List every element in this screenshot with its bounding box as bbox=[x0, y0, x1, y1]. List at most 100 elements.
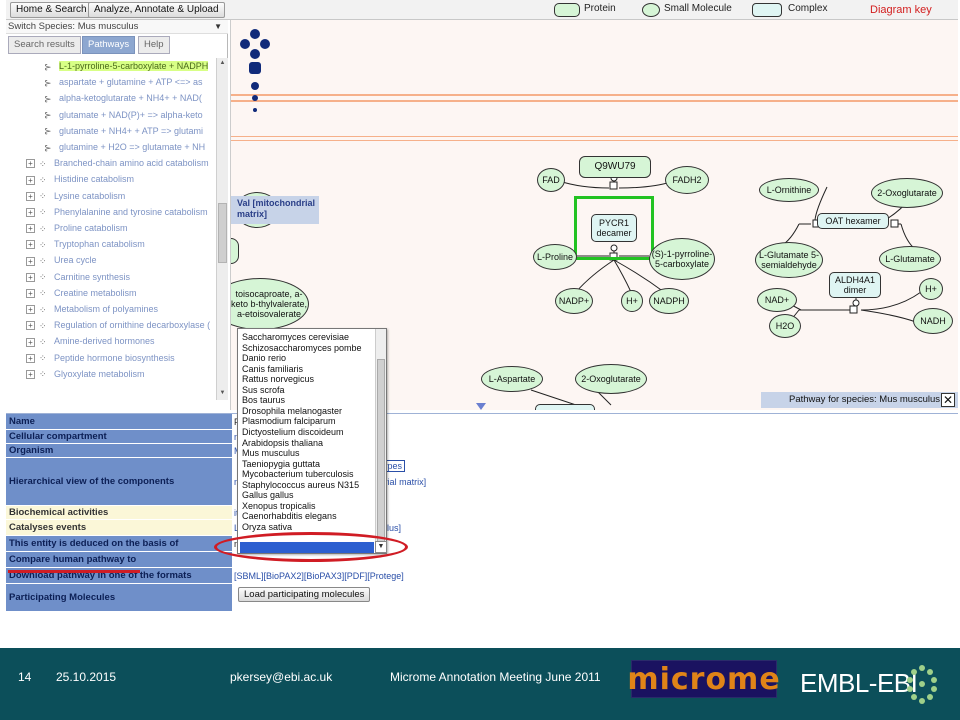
expand-plus-icon[interactable]: + bbox=[26, 159, 35, 169]
tree-item[interactable]: +⁘Carnitine synthesis bbox=[26, 269, 130, 285]
expand-plus-icon[interactable]: + bbox=[26, 288, 35, 298]
molecule-nadph[interactable]: NADPH bbox=[649, 288, 689, 314]
tree-item[interactable]: ⊱glutamine + H2O => glutamate + NH bbox=[44, 139, 205, 155]
molecule-nad-plus[interactable]: NAD+ bbox=[757, 288, 797, 312]
tree-item[interactable]: +⁘Glyoxylate metabolism bbox=[26, 366, 145, 382]
species-option[interactable]: Saccharomyces cerevisiae bbox=[242, 332, 350, 342]
expand-plus-icon[interactable]: + bbox=[26, 224, 35, 234]
tree-item[interactable]: ⊱alpha-ketoglutarate + NH4+ + NAD( bbox=[44, 90, 202, 106]
species-option[interactable]: Caenorhabditis elegans bbox=[242, 511, 337, 522]
switch-species-select[interactable]: Switch Species: Mus musculus ▼ bbox=[6, 20, 228, 34]
complex-oat-hexamer[interactable]: OAT hexamer bbox=[817, 213, 889, 229]
tree-item[interactable]: +⁘Regulation of ornithine decarboxylase … bbox=[26, 317, 210, 333]
details-row: Catalyses eventsL H+ => proline + NADP+ … bbox=[6, 520, 958, 536]
protein-q9wu79[interactable]: Q9WU79 bbox=[579, 156, 651, 178]
tree-item[interactable]: +⁘Branched-chain amino acid catabolism bbox=[26, 155, 209, 171]
molecule-s-1-pyrroline-5-carboxylate[interactable]: (S)-1-pyrroline-5-carboxylate bbox=[649, 238, 715, 280]
details-row-label: Biochemical activities bbox=[6, 506, 232, 519]
molecule-nadp-plus[interactable]: NADP+ bbox=[555, 288, 593, 314]
expand-plus-icon[interactable]: + bbox=[26, 369, 35, 379]
complex-partial[interactable] bbox=[535, 404, 595, 410]
tree-item[interactable]: +⁘Urea cycle bbox=[26, 252, 97, 268]
scroll-up-icon[interactable]: ▲ bbox=[219, 60, 226, 66]
pan-right-icon bbox=[260, 39, 270, 49]
tree-item[interactable]: ⊱glutamate + NH4+ + ATP => glutami bbox=[44, 123, 203, 139]
expand-plus-icon[interactable]: + bbox=[26, 272, 35, 282]
species-option[interactable]: Canis familiaris bbox=[242, 363, 304, 374]
dropdown-scrollbar[interactable] bbox=[375, 329, 386, 553]
molecule-h-plus-2[interactable]: H+ bbox=[919, 278, 943, 300]
expand-plus-icon[interactable]: + bbox=[26, 321, 35, 331]
molecule-isocaproate[interactable]: toisocaproate, a-keto b-thylvalerate, a-… bbox=[231, 278, 309, 330]
tree-item[interactable]: +⁘Lysine catabolism bbox=[26, 188, 125, 204]
molecule-fad[interactable]: FAD bbox=[537, 168, 565, 192]
diagram-navigation-controls[interactable] bbox=[235, 24, 275, 119]
molecule-partial[interactable] bbox=[231, 238, 239, 264]
tree-item[interactable]: +⁘Histidine catabolism bbox=[26, 171, 134, 187]
species-option[interactable]: Gallus gallus bbox=[242, 490, 294, 501]
expand-plus-icon[interactable]: + bbox=[26, 207, 35, 217]
molecule-l-proline[interactable]: L-Proline bbox=[533, 244, 577, 270]
molecule-l-aspartate[interactable]: L-Aspartate bbox=[481, 366, 543, 392]
left-panel: Switch Species: Mus musculus ▼ Search re… bbox=[6, 20, 228, 400]
species-option[interactable]: Taeniopygia guttata bbox=[242, 458, 321, 469]
tree-item[interactable]: ⊱glutamate + NAD(P)+ => alpha-keto bbox=[44, 107, 203, 123]
species-option[interactable]: Rattus norvegicus bbox=[242, 374, 315, 385]
tree-item[interactable]: ⊱aspartate + glutamine + ATP <=> as bbox=[44, 74, 203, 90]
species-option[interactable]: Xenopus tropicalis bbox=[242, 500, 316, 511]
species-option[interactable]: Arabidopsis thaliana bbox=[242, 437, 324, 448]
complex-aldh4a1-dimer[interactable]: ALDH4A1 dimer bbox=[829, 272, 881, 298]
molecule-fadh2[interactable]: FADH2 bbox=[665, 166, 709, 194]
species-option[interactable]: Drosophila melanogaster bbox=[242, 405, 343, 416]
close-icon[interactable]: ✕ bbox=[941, 393, 955, 407]
scroll-down-icon[interactable]: ▼ bbox=[219, 390, 226, 396]
expand-plus-icon[interactable]: + bbox=[26, 191, 35, 201]
species-option[interactable]: Bos taurus bbox=[242, 395, 286, 406]
tree-scrollbar[interactable]: ▲ ▼ bbox=[216, 58, 228, 400]
species-option[interactable]: Sus scrofa bbox=[242, 384, 285, 395]
species-option[interactable]: Mycobacterium tuberculosis bbox=[242, 469, 354, 480]
tab-help[interactable]: Help bbox=[138, 36, 170, 54]
molecule-l-glutamate[interactable]: L-Glutamate bbox=[879, 246, 941, 272]
tree-item[interactable]: +⁘Peptide hormone biosynthesis bbox=[26, 350, 175, 366]
molecule-nadh[interactable]: NADH bbox=[913, 308, 953, 334]
microme-logo: microme bbox=[627, 660, 780, 698]
dropdown-scroll-thumb[interactable] bbox=[377, 359, 385, 549]
load-participating-molecules-button[interactable]: Load participating molecules bbox=[238, 587, 371, 602]
expand-plus-icon[interactable]: + bbox=[26, 175, 35, 185]
tree-item[interactable]: +⁘Tryptophan catabolism bbox=[26, 236, 145, 252]
species-option[interactable]: Plasmodium falciparum bbox=[242, 416, 336, 427]
molecule-h2o[interactable]: H2O bbox=[769, 314, 801, 338]
molecule-2-oxoglutarate[interactable]: 2-Oxoglutarate bbox=[871, 178, 943, 208]
species-option[interactable]: Dictyostelium discoideum bbox=[242, 426, 344, 437]
expand-plus-icon[interactable]: + bbox=[26, 305, 35, 315]
expand-plus-icon[interactable]: + bbox=[26, 337, 35, 347]
species-option[interactable]: Danio rerio bbox=[242, 353, 287, 364]
tree-item[interactable]: +⁘Phenylalanine and tyrosine catabolism bbox=[26, 204, 208, 220]
molecule-h-plus[interactable]: H+ bbox=[621, 290, 643, 312]
species-option[interactable]: Mus musculus bbox=[242, 448, 300, 459]
expand-plus-icon[interactable]: + bbox=[26, 240, 35, 250]
home-search-button[interactable]: Home & Search bbox=[10, 2, 93, 18]
tree-item[interactable]: +⁘Amine-derived hormones bbox=[26, 333, 155, 349]
species-option[interactable]: Staphylococcus aureus N315 bbox=[242, 479, 360, 490]
tab-search-results[interactable]: Search results bbox=[8, 36, 81, 54]
tab-pathways[interactable]: Pathways bbox=[82, 36, 136, 54]
expand-plus-icon[interactable]: + bbox=[26, 353, 35, 363]
analyze-annotate-upload-button[interactable]: Analyze, Annotate & Upload bbox=[88, 2, 225, 18]
tree-item-label: Histidine catabolism bbox=[54, 174, 135, 185]
expand-plus-icon[interactable]: + bbox=[26, 256, 35, 266]
tree-item[interactable]: +⁘Proline catabolism bbox=[26, 220, 128, 236]
complex-pycr1-decamer[interactable]: PYCR1 decamer bbox=[591, 214, 637, 242]
tree-scroll-thumb[interactable] bbox=[218, 203, 227, 263]
details-row-value[interactable]: [SBML][BioPAX2][BioPAX3][PDF][Protege] bbox=[234, 570, 404, 581]
species-option[interactable]: Schizosaccharomyces pombe bbox=[242, 342, 362, 353]
tree-item[interactable]: ⊱L-1-pyrroline-5-carboxylate + NADPH bbox=[44, 58, 209, 74]
molecule-l-glutamate-5-semialdehyde[interactable]: L-Glutamate 5-semialdehyde bbox=[755, 242, 823, 278]
tree-item[interactable]: +⁘Metabolism of polyamines bbox=[26, 301, 158, 317]
molecule-l-ornithine[interactable]: L-Ornithine bbox=[759, 178, 819, 202]
molecule-2-oxoglutarate-2[interactable]: 2-Oxoglutarate bbox=[575, 364, 647, 394]
species-option[interactable]: Oryza sativa bbox=[242, 521, 293, 532]
tree-item[interactable]: +⁘Creatine metabolism bbox=[26, 285, 137, 301]
